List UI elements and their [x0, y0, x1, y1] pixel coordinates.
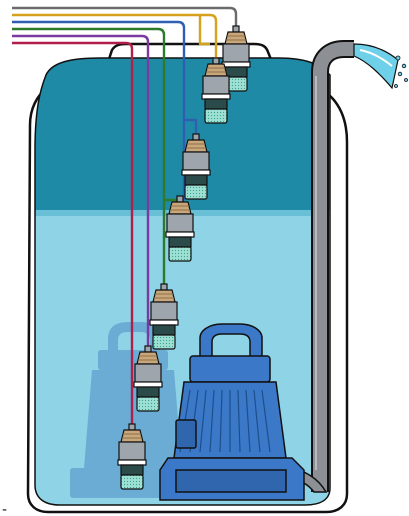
wire-purple	[12, 34, 150, 350]
level-sensor	[133, 345, 163, 412]
discharge-pipe	[289, 40, 354, 493]
level-sensor	[117, 423, 147, 490]
level-sensor	[201, 57, 231, 124]
wire-gold	[12, 13, 218, 62]
wire-green	[12, 27, 166, 288]
tank-upper-water	[35, 58, 330, 220]
sump-pump	[159, 323, 305, 501]
level-sensor	[165, 195, 195, 262]
level-sensor	[181, 133, 211, 200]
level-sensors	[117, 25, 251, 490]
water-spray	[353, 43, 408, 90]
sensor-wires	[12, 6, 238, 428]
wire-gray	[12, 6, 238, 40]
wire-blue-branch	[184, 118, 198, 140]
left-marker: -	[2, 502, 7, 516]
wire-gold-branch	[198, 15, 210, 46]
pump-motor-cap	[189, 355, 271, 383]
tank-inner-wall	[34, 57, 331, 506]
wire-red	[12, 41, 134, 428]
wire-blue	[12, 20, 186, 200]
level-sensor	[149, 283, 179, 350]
